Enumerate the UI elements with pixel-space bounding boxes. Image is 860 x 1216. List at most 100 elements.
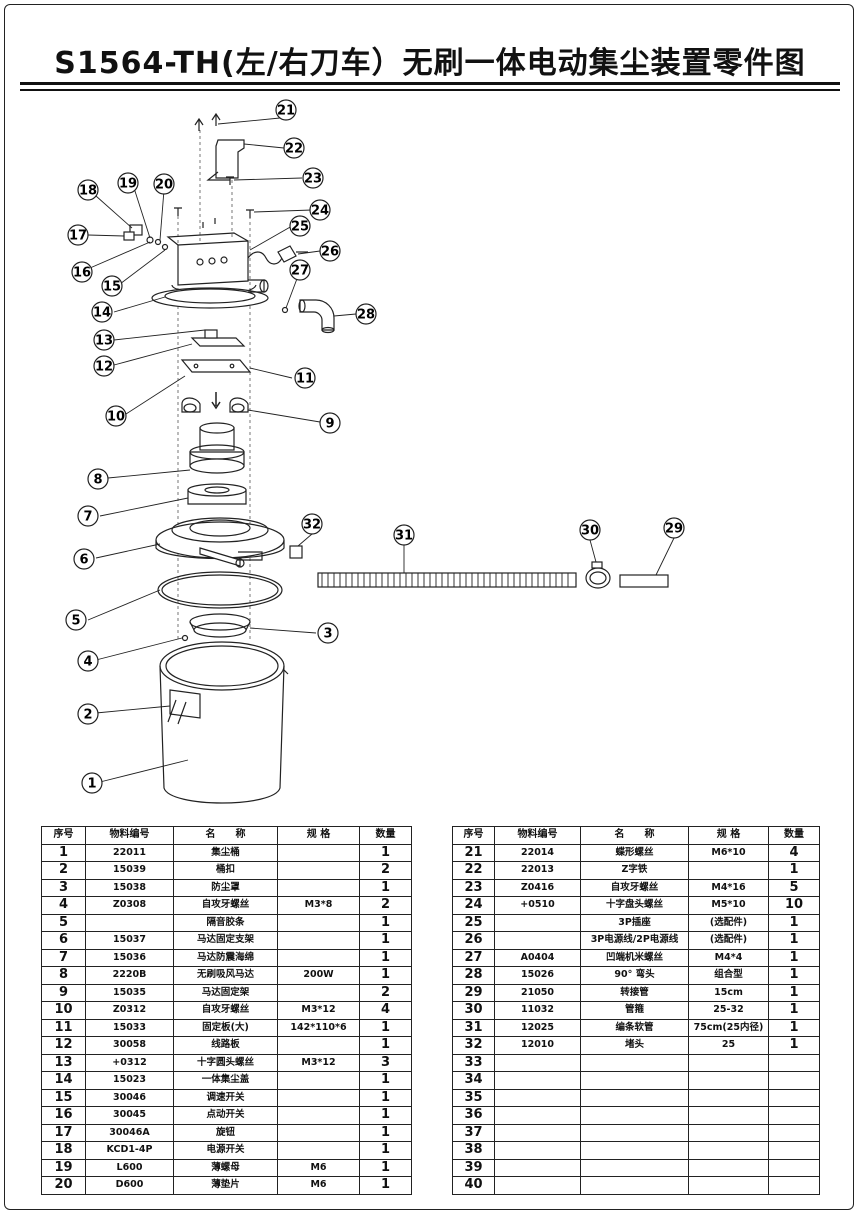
callout-28: 28 bbox=[355, 303, 377, 325]
header-qty: 数量 bbox=[768, 826, 820, 845]
callout-number: 24 bbox=[311, 204, 329, 219]
cell-name: 固定板(大) bbox=[173, 1018, 278, 1037]
callout-number: 30 bbox=[581, 524, 599, 539]
cell-code bbox=[494, 1106, 581, 1125]
cell-code: KCD1-4P bbox=[85, 1141, 174, 1160]
cell-seq: 9 bbox=[41, 983, 86, 1002]
callout-circle bbox=[117, 172, 139, 194]
callout-32: 32 bbox=[301, 513, 323, 535]
cell-spec: (选配件) bbox=[688, 931, 769, 950]
part-elbow bbox=[281, 299, 335, 334]
callout-8: 8 bbox=[87, 468, 109, 490]
cell-name bbox=[580, 1071, 689, 1090]
cell-name: 旋钮 bbox=[173, 1123, 278, 1142]
callout-number: 21 bbox=[277, 104, 295, 119]
callout-circle bbox=[101, 275, 123, 297]
part-motor-brackets bbox=[181, 397, 249, 413]
table-row: 37 bbox=[452, 1123, 820, 1142]
cell-code bbox=[494, 1158, 581, 1177]
callout-27: 27 bbox=[289, 259, 311, 281]
cell-name: 编条软管 bbox=[580, 1018, 689, 1037]
cell-spec bbox=[688, 1123, 769, 1142]
cell-code: 30045 bbox=[85, 1106, 174, 1125]
cell-code: 15036 bbox=[85, 948, 174, 967]
cell-seq: 36 bbox=[452, 1106, 495, 1125]
cell-seq: 11 bbox=[41, 1018, 86, 1037]
part-screws bbox=[174, 176, 254, 228]
callout-circle bbox=[317, 622, 339, 644]
cell-code: 11032 bbox=[494, 1001, 581, 1020]
callout-number: 28 bbox=[357, 308, 375, 323]
cell-name: 线路板 bbox=[173, 1036, 278, 1055]
cell-spec: 25-32 bbox=[688, 1001, 769, 1020]
cell-spec bbox=[277, 948, 360, 967]
callout-22: 22 bbox=[283, 137, 305, 159]
callout-26: 26 bbox=[319, 240, 341, 262]
cell-code bbox=[494, 1088, 581, 1107]
cell-code: 30046A bbox=[85, 1123, 174, 1142]
cell-seq: 28 bbox=[452, 966, 495, 985]
cell-name: Z字铁 bbox=[580, 861, 689, 880]
cell-qty: 1 bbox=[359, 1106, 412, 1125]
cell-name bbox=[580, 1088, 689, 1107]
cell-name: 3P电源线/2P电源线 bbox=[580, 931, 689, 950]
cell-name bbox=[580, 1123, 689, 1142]
callout-number: 14 bbox=[93, 306, 111, 321]
callout-number: 11 bbox=[296, 372, 314, 387]
cell-seq: 7 bbox=[41, 948, 86, 967]
callout-1: 1 bbox=[81, 772, 103, 794]
cell-seq: 6 bbox=[41, 931, 86, 950]
cell-qty: 5 bbox=[768, 878, 820, 897]
cell-qty: 4 bbox=[359, 1001, 412, 1020]
callout-circle bbox=[663, 517, 685, 539]
callout-circle bbox=[294, 367, 316, 389]
cell-code: Z0416 bbox=[494, 878, 581, 897]
callout-circle bbox=[355, 303, 377, 325]
callout-number: 18 bbox=[79, 184, 97, 199]
callout-circle bbox=[93, 329, 115, 351]
callout-number: 19 bbox=[119, 177, 137, 192]
cell-name: 管箍 bbox=[580, 1001, 689, 1020]
cell-seq: 37 bbox=[452, 1123, 495, 1142]
cell-spec bbox=[277, 1071, 360, 1090]
callout-circle bbox=[319, 412, 341, 434]
callout-number: 13 bbox=[95, 334, 113, 349]
part-bucket bbox=[159, 641, 289, 804]
callout-31: 31 bbox=[393, 524, 415, 546]
callout-number: 4 bbox=[83, 655, 92, 670]
cell-qty: 1 bbox=[768, 913, 820, 932]
cell-seq: 30 bbox=[452, 1001, 495, 1020]
cell-qty: 1 bbox=[359, 878, 412, 897]
callout-number: 17 bbox=[69, 229, 87, 244]
callout-circle bbox=[77, 505, 99, 527]
cell-code bbox=[494, 1176, 581, 1195]
callout-13: 13 bbox=[93, 329, 115, 351]
cell-name: 马达防震海绵 bbox=[173, 948, 278, 967]
part-screw-4 bbox=[181, 634, 189, 642]
callout-circle bbox=[87, 468, 109, 490]
cell-seq: 12 bbox=[41, 1036, 86, 1055]
callout-9: 9 bbox=[319, 412, 341, 434]
callout-circle bbox=[302, 167, 324, 189]
table-row: 36 bbox=[452, 1106, 820, 1125]
cell-seq: 31 bbox=[452, 1018, 495, 1037]
cell-spec: 15cm bbox=[688, 983, 769, 1002]
callout-circle bbox=[393, 524, 415, 546]
cell-name: 蝶形螺丝 bbox=[580, 843, 689, 862]
cell-spec bbox=[277, 913, 360, 932]
cell-seq: 26 bbox=[452, 931, 495, 950]
part-clamp bbox=[585, 561, 611, 589]
part-z-bracket bbox=[206, 139, 245, 181]
cell-code: 12025 bbox=[494, 1018, 581, 1037]
part-gasket bbox=[157, 571, 283, 609]
part-hose bbox=[317, 572, 577, 588]
cell-qty: 1 bbox=[359, 1018, 412, 1037]
cell-qty: 1 bbox=[768, 1018, 820, 1037]
cell-code: Z0308 bbox=[85, 896, 174, 915]
